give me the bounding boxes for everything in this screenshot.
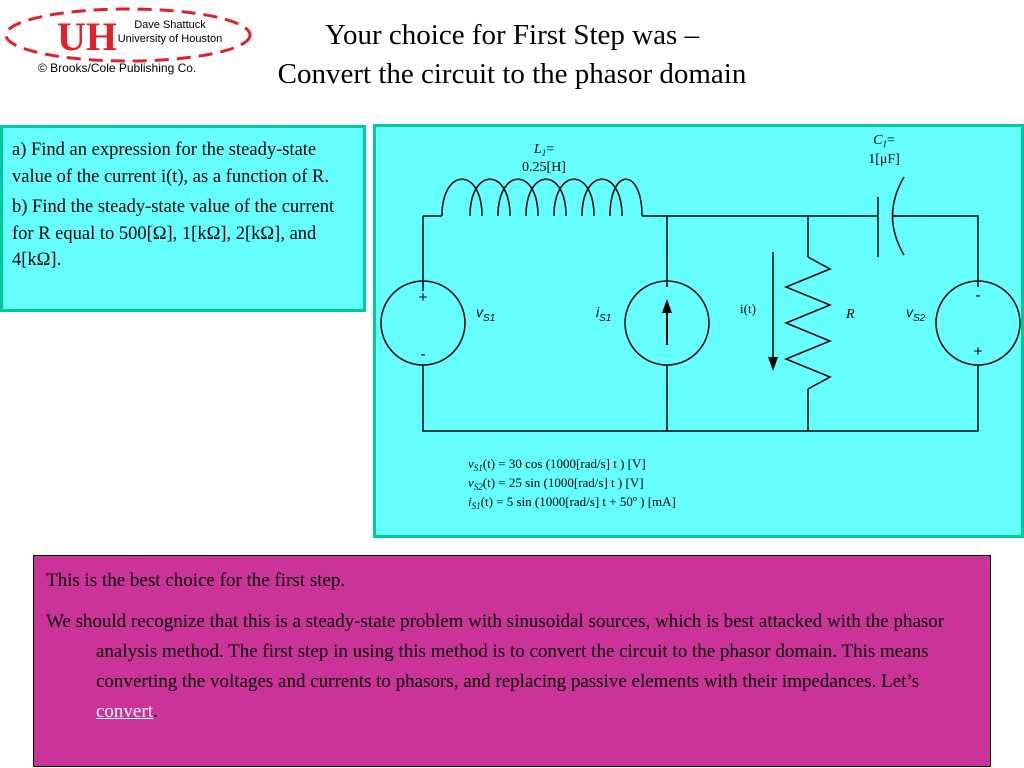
vs2-plus-sign: +	[974, 343, 983, 360]
slide-title: Your choice for First Step was – Convert…	[232, 16, 792, 94]
equation-vs1: vS1(t) = 30 cos (1000[rad/s] t ) [V]	[468, 456, 646, 473]
author-name: Dave Shattuck	[134, 19, 206, 31]
copyright-notice: © Brooks/Cole Publishing Co.	[38, 61, 197, 75]
inductor-label: L1=	[533, 142, 554, 158]
question-part-a: a) Find an expression for the steady-sta…	[12, 140, 329, 187]
wire-bottom	[422, 365, 979, 432]
capacitor-label: C1=	[873, 133, 895, 149]
title-line-1: Your choice for First Step was –	[324, 19, 700, 51]
answer-line-1: This is the best choice for the first st…	[46, 570, 346, 591]
institution-name: University of Houston	[117, 33, 223, 45]
capacitor-value: 1[μF]	[868, 152, 900, 167]
answer-panel: This is the best choice for the first st…	[33, 555, 991, 767]
wire-right-top	[893, 215, 979, 287]
vs1-plus-sign: +	[419, 289, 428, 306]
logo-ellipse-icon: UH	[4, 7, 252, 63]
inductor-coil	[441, 178, 643, 217]
answer-period: .	[152, 701, 158, 722]
logo-glyph: UH	[57, 14, 117, 59]
vs1-label: vS1	[476, 304, 495, 324]
equation-is1: iS1(t) = 5 sin (1000[rad/s] t + 50º ) [m…	[468, 494, 676, 511]
capacitor-plate-curved	[891, 176, 905, 256]
vs2-minus-sign: -	[976, 287, 981, 304]
logo-caption: Dave Shattuck University of Houston	[106, 18, 234, 46]
title-line-2: Convert the circuit to the phasor domain	[277, 58, 747, 90]
current-arrow-head-icon	[768, 357, 778, 371]
convert-link[interactable]: convert	[96, 701, 153, 722]
circuit-diagram: L1= 0.25[H] C1= 1[μF] + - vS1 iS1 i(t) R…	[380, 133, 1021, 511]
resistor-label: R	[845, 307, 855, 322]
vs1-minus-sign: -	[421, 346, 426, 363]
question-part-b: b) Find the steady-state value of the cu…	[12, 197, 335, 270]
answer-paragraph: We should recognize that this is a stead…	[46, 607, 978, 727]
equation-vs2: vS2(t) = 25 sin (1000[rad/s] t ) [V]	[468, 475, 644, 492]
answer-text: We should recognize that this is a stead…	[46, 611, 945, 692]
resistor-zigzag	[784, 256, 832, 390]
is1-label: iS1	[596, 304, 611, 324]
vs2-label: vS2	[906, 304, 926, 324]
inductor-value: 0.25[H]	[522, 160, 566, 175]
question-panel: a) Find an expression for the steady-sta…	[0, 125, 366, 312]
university-logo: UH Dave Shattuck University of Houston	[2, 4, 254, 66]
circuit-panel: L1= 0.25[H] C1= 1[μF] + - vS1 iS1 i(t) R…	[373, 124, 1024, 538]
is1-arrow-head-icon	[662, 299, 672, 313]
current-label: i(t)	[740, 301, 756, 316]
